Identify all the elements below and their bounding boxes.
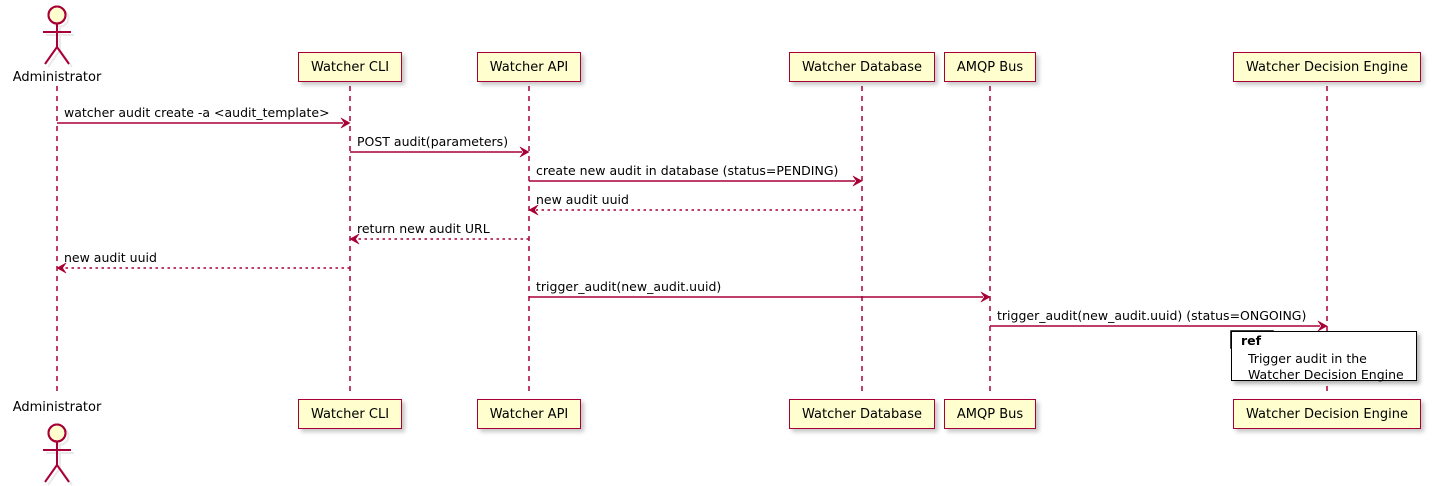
actor-leg-left bbox=[47, 467, 61, 486]
ref-fragment bbox=[1231, 331, 1417, 381]
participant-watcher-database-top[interactable]: Watcher Database bbox=[789, 52, 935, 82]
message-label: watcher audit create -a <audit_template> bbox=[64, 105, 330, 120]
participant-watcher-cli-top[interactable]: Watcher CLI bbox=[297, 52, 403, 82]
participant-watcher-api-bottom[interactable]: Watcher API bbox=[476, 399, 582, 429]
ref-body-line: Watcher Decision Engine bbox=[1248, 367, 1404, 382]
message-arrowhead bbox=[1317, 320, 1328, 332]
ref-body-line: Trigger audit in the bbox=[1248, 351, 1367, 366]
message-label: return new audit URL bbox=[357, 221, 490, 236]
message-arrowhead bbox=[519, 146, 530, 158]
message-label: trigger_audit(new_audit.uuid) bbox=[536, 279, 722, 294]
actor-leg-right bbox=[56, 46, 70, 65]
message-msg-3 bbox=[529, 175, 863, 187]
message-arrowhead bbox=[980, 291, 991, 303]
message-msg-4 bbox=[528, 204, 862, 216]
message-label: new audit uuid bbox=[64, 250, 157, 265]
ref-keyword-label: ref bbox=[1241, 333, 1262, 348]
participant-label-administrator: Administrator bbox=[12, 400, 102, 415]
actor-leg-left bbox=[47, 49, 61, 68]
actor-figure-top bbox=[43, 5, 74, 68]
participant-amqp-bus-bottom[interactable]: AMQP Bus bbox=[943, 399, 1037, 429]
participant-watcher-decision-engine-top[interactable]: Watcher Decision Engine bbox=[1233, 52, 1421, 82]
participant-watcher-database-bottom[interactable]: Watcher Database bbox=[789, 399, 935, 429]
participant-watcher-cli-bottom[interactable]: Watcher CLI bbox=[297, 399, 403, 429]
message-msg-6 bbox=[56, 262, 350, 274]
actor-leg-right bbox=[56, 464, 70, 483]
message-msg-1 bbox=[57, 117, 351, 129]
actor-head bbox=[47, 423, 67, 443]
message-arrowhead bbox=[56, 262, 67, 274]
message-arrowhead bbox=[528, 204, 539, 216]
message-msg-7 bbox=[529, 291, 991, 303]
message-arrowhead bbox=[852, 175, 863, 187]
participant-amqp-bus-top[interactable]: AMQP Bus bbox=[943, 52, 1037, 82]
participant-label-administrator: Administrator bbox=[12, 70, 102, 85]
message-label: new audit uuid bbox=[536, 192, 629, 207]
message-arrowhead bbox=[349, 233, 360, 245]
message-label: trigger_audit(new_audit.uuid) (status=ON… bbox=[997, 308, 1307, 323]
message-label: create new audit in database (status=PEN… bbox=[536, 163, 839, 178]
message-label: POST audit(parameters) bbox=[357, 134, 509, 149]
actor-head bbox=[47, 5, 67, 25]
actor-figure-bottom bbox=[43, 423, 74, 486]
actor-leg-left bbox=[44, 464, 58, 483]
message-msg-8 bbox=[990, 320, 1328, 332]
participant-watcher-api-top[interactable]: Watcher API bbox=[476, 52, 582, 82]
message-msg-2 bbox=[350, 146, 530, 158]
message-msg-5 bbox=[349, 233, 529, 245]
participant-watcher-decision-engine-bottom[interactable]: Watcher Decision Engine bbox=[1233, 399, 1421, 429]
actor-leg-left bbox=[44, 46, 58, 65]
message-arrowhead bbox=[340, 117, 351, 129]
